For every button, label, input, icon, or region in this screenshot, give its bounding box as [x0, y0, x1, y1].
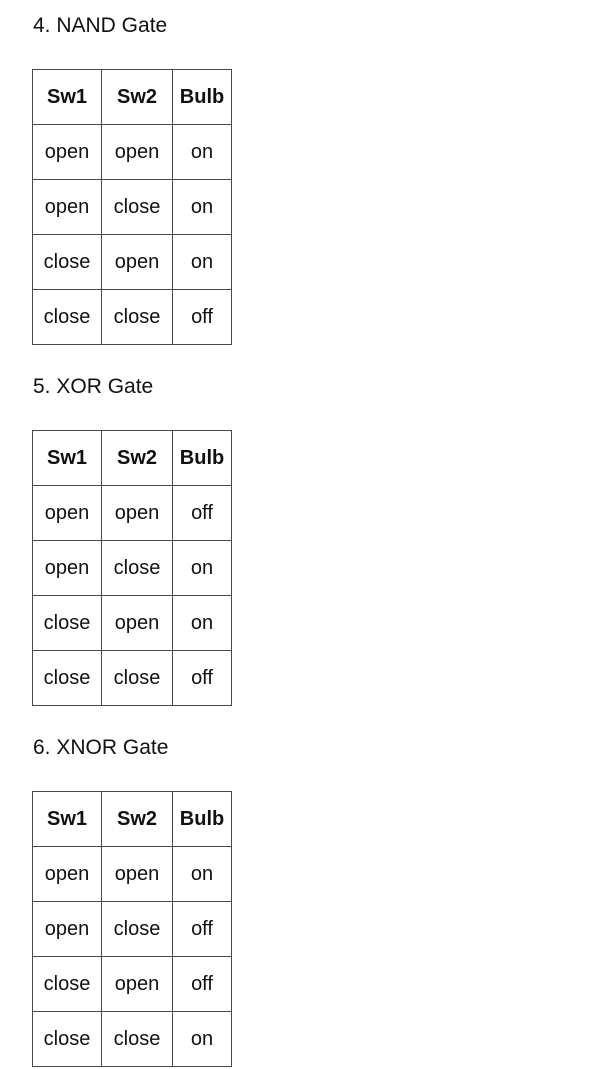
header-cell-sw1: Sw1	[32, 430, 102, 486]
section-xnor-gate: 6. XNOR Gate Sw1 Sw2 Bulb open open on o…	[32, 735, 607, 1067]
table-row: open open on	[32, 846, 232, 902]
header-cell-sw2: Sw2	[101, 430, 173, 486]
table-cell: on	[172, 124, 232, 180]
table-header-row: Sw1 Sw2 Bulb	[32, 791, 232, 847]
table-cell: open	[32, 540, 102, 596]
section-title: 4. NAND Gate	[33, 14, 168, 37]
table-cell: close	[32, 1011, 102, 1067]
table-cell: open	[32, 485, 102, 541]
section-title: 5. XOR Gate	[33, 375, 154, 398]
table-cell: close	[32, 595, 102, 651]
header-cell-bulb: Bulb	[172, 69, 232, 125]
table-cell: off	[172, 485, 232, 541]
section-xor-gate: 5. XOR Gate Sw1 Sw2 Bulb open open off o…	[32, 374, 607, 706]
table-row: close open off	[32, 956, 232, 1012]
table-cell: on	[172, 540, 232, 596]
table-cell: off	[172, 289, 232, 345]
nand-truth-table: Sw1 Sw2 Bulb open open on open close on …	[32, 69, 232, 345]
table-cell: off	[172, 901, 232, 957]
table-cell: off	[172, 956, 232, 1012]
table-row: open close on	[32, 179, 232, 235]
header-cell-sw1: Sw1	[32, 791, 102, 847]
table-cell: on	[172, 846, 232, 902]
table-cell: open	[32, 179, 102, 235]
table-cell: on	[172, 234, 232, 290]
table-row: open open off	[32, 485, 232, 541]
table-cell: on	[172, 595, 232, 651]
table-row: close close on	[32, 1011, 232, 1067]
table-row: close close off	[32, 650, 232, 706]
table-cell: close	[32, 650, 102, 706]
table-row: close open on	[32, 595, 232, 651]
table-row: open close on	[32, 540, 232, 596]
table-cell: open	[101, 846, 173, 902]
table-row: close open on	[32, 234, 232, 290]
header-cell-bulb: Bulb	[172, 430, 232, 486]
table-cell: close	[101, 179, 173, 235]
header-cell-sw2: Sw2	[101, 69, 173, 125]
table-cell: close	[101, 289, 173, 345]
table-header-row: Sw1 Sw2 Bulb	[32, 69, 232, 125]
section-title: 6. XNOR Gate	[33, 736, 169, 759]
table-cell: close	[32, 234, 102, 290]
table-cell: close	[101, 901, 173, 957]
table-row: open open on	[32, 124, 232, 180]
table-cell: open	[101, 234, 173, 290]
table-cell: close	[101, 650, 173, 706]
table-cell: on	[172, 1011, 232, 1067]
table-row: open close off	[32, 901, 232, 957]
header-cell-sw1: Sw1	[32, 69, 102, 125]
table-cell: on	[172, 179, 232, 235]
table-cell: close	[101, 1011, 173, 1067]
table-cell: close	[101, 540, 173, 596]
table-cell: open	[101, 124, 173, 180]
table-header-row: Sw1 Sw2 Bulb	[32, 430, 232, 486]
table-cell: close	[32, 956, 102, 1012]
header-cell-bulb: Bulb	[172, 791, 232, 847]
section-nand-gate: 4. NAND Gate Sw1 Sw2 Bulb open open on o…	[32, 13, 607, 345]
table-cell: open	[32, 901, 102, 957]
table-cell: open	[101, 485, 173, 541]
xor-truth-table: Sw1 Sw2 Bulb open open off open close on…	[32, 430, 232, 706]
table-cell: off	[172, 650, 232, 706]
table-cell: open	[32, 846, 102, 902]
table-cell: close	[32, 289, 102, 345]
table-cell: open	[32, 124, 102, 180]
header-cell-sw2: Sw2	[101, 791, 173, 847]
xnor-truth-table: Sw1 Sw2 Bulb open open on open close off…	[32, 791, 232, 1067]
table-cell: open	[101, 595, 173, 651]
table-cell: open	[101, 956, 173, 1012]
table-row: close close off	[32, 289, 232, 345]
